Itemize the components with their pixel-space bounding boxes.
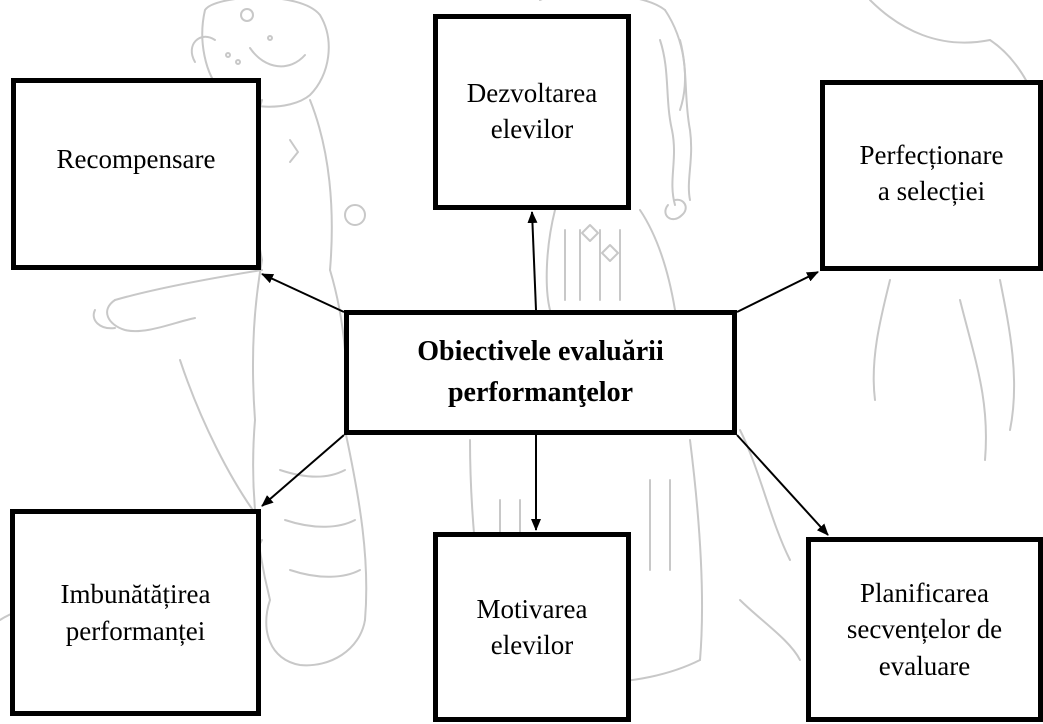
node-imbunatatirea-performantei: Imbunătățirea performanței <box>10 509 261 716</box>
central-node-objectives: Obiectivele evaluării performanţelor <box>344 310 737 435</box>
node-recompensare-label: Recompensare <box>56 144 216 174</box>
node-imbunatatirea-label: Imbunătățirea performanței <box>60 579 211 646</box>
arrow-to-recompensare <box>261 273 345 313</box>
node-recompensare: Recompensare <box>11 78 261 270</box>
node-perfectionare-label: Perfecționare a selecției <box>859 140 1004 207</box>
node-motivarea-elevilor: Motivarea elevilor <box>433 532 631 722</box>
arrow-to-planificarea <box>736 434 829 536</box>
node-motivarea-label: Motivarea elevilor <box>476 593 588 660</box>
node-dezvoltarea-elevilor: Dezvoltarea elevilor <box>433 14 631 210</box>
node-perfectionare-selectiei: Perfecționare a selecției <box>820 80 1043 271</box>
node-planificarea-label: Planificarea secvențelor de evaluare <box>846 577 1003 681</box>
arrow-to-dezvoltarea <box>527 211 538 311</box>
arrow-to-perfectionare <box>736 271 819 313</box>
arrow-to-imbunatatirea <box>261 434 345 507</box>
node-dezvoltarea-label: Dezvoltarea elevilor <box>466 78 598 145</box>
central-node-label: Obiectivele evaluării performanţelor <box>417 335 664 408</box>
node-planificarea-secventelor: Planificarea secvențelor de evaluare <box>806 537 1043 722</box>
